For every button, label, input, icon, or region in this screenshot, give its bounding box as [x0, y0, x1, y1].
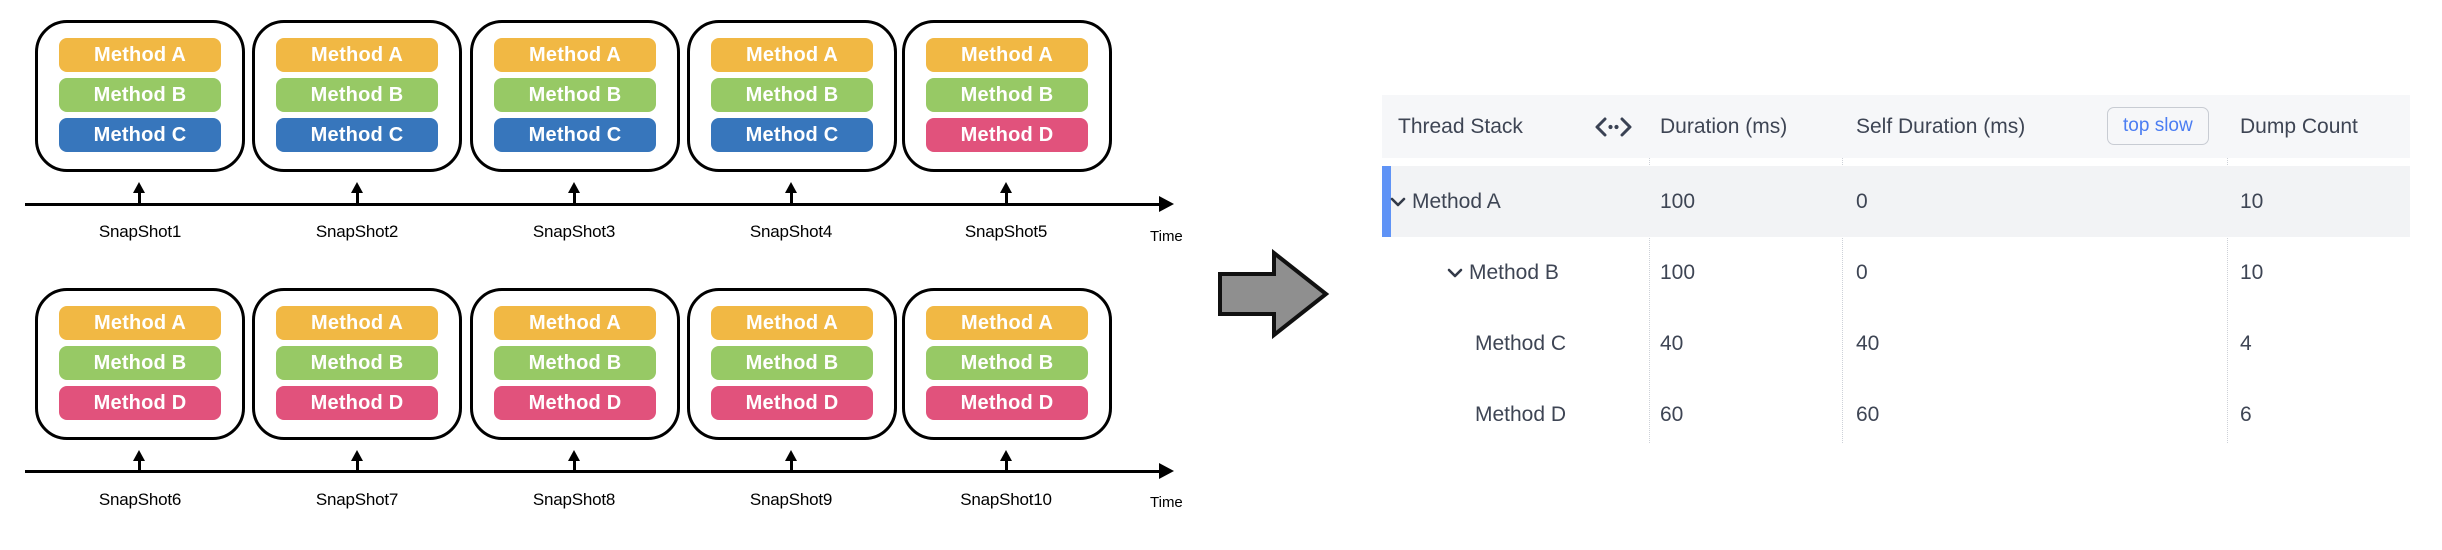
method-chip: Method A [59, 306, 221, 340]
method-chip: Method A [926, 38, 1088, 72]
method-chip: Method B [59, 78, 221, 112]
col-resize-icon[interactable] [1592, 115, 1634, 139]
column-header-duration: Duration (ms) [1660, 114, 1788, 138]
thread-stack-table: Thread Stack Duration (ms) Self Duration… [1382, 95, 2410, 455]
method-chip: Method C [276, 118, 438, 152]
method-chip: Method A [276, 306, 438, 340]
method-chip: Method C [494, 118, 656, 152]
method-chip: Method B [926, 346, 1088, 380]
table-row-method-c[interactable]: Method C 40 40 4 [1382, 308, 2410, 379]
snapshot-pointer-arrow [133, 450, 145, 471]
column-header-thread-stack: Thread Stack [1398, 114, 1523, 138]
selected-row-indicator [1382, 166, 1391, 237]
snapshot-label: SnapShot1 [98, 222, 182, 241]
table-row-method-b[interactable]: Method B 100 0 10 [1382, 237, 2410, 308]
snapshot-label: SnapShot3 [532, 222, 616, 241]
duration-cell: 100 [1660, 260, 1696, 284]
method-chip: Method D [494, 386, 656, 420]
table-header-row: Thread Stack Duration (ms) Self Duration… [1382, 95, 2410, 158]
dump-count-cell: 6 [2240, 402, 2252, 426]
chevron-down-icon[interactable] [1390, 196, 1406, 207]
snapshot-box: Method A Method B Method D [252, 288, 462, 440]
snapshot-pointer-arrow [568, 450, 580, 471]
dump-count-cell: 10 [2240, 189, 2264, 213]
method-chip: Method D [276, 386, 438, 420]
column-separator [1649, 95, 1650, 443]
method-chip: Method D [926, 386, 1088, 420]
table-row-method-a[interactable]: Method A 100 0 10 [1382, 166, 2410, 237]
column-separator [2227, 95, 2228, 443]
snapshot-box: Method A Method B Method D [902, 288, 1112, 440]
snapshot-pointer-arrow [351, 182, 363, 204]
method-chip: Method C [59, 118, 221, 152]
snapshot-label: SnapShot6 [98, 490, 182, 509]
column-header-dump-count: Dump Count [2240, 114, 2358, 138]
duration-cell: 60 [1660, 402, 1684, 426]
snapshot-label: SnapShot5 [964, 222, 1048, 241]
snapshot-box: Method A Method B Method C [470, 20, 680, 172]
snapshot-label: SnapShot7 [315, 490, 399, 509]
time-axis-label: Time [1150, 228, 1183, 245]
time-axis [25, 196, 1174, 212]
method-name-cell: Method B [1469, 260, 1559, 284]
method-chip: Method A [494, 38, 656, 72]
snapshot-box: Method A Method B Method D [687, 288, 897, 440]
self-duration-cell: 0 [1856, 189, 1868, 213]
snapshot-label: SnapShot9 [749, 490, 833, 509]
table-row-method-d[interactable]: Method D 60 60 6 [1382, 379, 2410, 450]
snapshot-box: Method A Method B Method D [470, 288, 680, 440]
column-separator [1842, 95, 1843, 443]
method-chip: Method B [711, 78, 873, 112]
method-chip: Method B [276, 346, 438, 380]
self-duration-cell: 60 [1856, 402, 1880, 426]
duration-cell: 40 [1660, 331, 1684, 355]
snapshot-label: SnapShot8 [532, 490, 616, 509]
snapshot-pointer-arrow [351, 450, 363, 471]
dump-count-cell: 4 [2240, 331, 2252, 355]
method-chip: Method B [494, 78, 656, 112]
method-chip: Method B [59, 346, 221, 380]
snapshot-box: Method A Method B Method C [687, 20, 897, 172]
method-chip: Method B [711, 346, 873, 380]
method-chip: Method B [276, 78, 438, 112]
snapshot-pointer-arrow [568, 182, 580, 204]
method-chip: Method C [711, 118, 873, 152]
snapshot-label: SnapShot4 [749, 222, 833, 241]
snapshot-label: SnapShot10 [960, 490, 1052, 509]
dump-count-cell: 10 [2240, 260, 2264, 284]
method-chip: Method D [711, 386, 873, 420]
method-name-cell: Method C [1475, 331, 1567, 355]
self-duration-cell: 0 [1856, 260, 1868, 284]
snapshot-pointer-arrow [133, 182, 145, 204]
duration-cell: 100 [1660, 189, 1696, 213]
snapshot-box: Method A Method B Method D [35, 288, 245, 440]
snapshot-box: Method A Method B Method C [252, 20, 462, 172]
method-chip: Method A [276, 38, 438, 72]
method-name-cell: Method A [1412, 189, 1501, 213]
snapshot-box: Method A Method B Method C [35, 20, 245, 172]
method-chip: Method A [59, 38, 221, 72]
top-slow-button[interactable]: top slow [2107, 107, 2209, 145]
method-chip: Method A [926, 306, 1088, 340]
method-chip: Method A [494, 306, 656, 340]
method-name-cell: Method D [1475, 402, 1567, 426]
snapshot-label: SnapShot2 [315, 222, 399, 241]
self-duration-cell: 40 [1856, 331, 1880, 355]
method-chip: Method D [926, 118, 1088, 152]
method-chip: Method A [711, 306, 873, 340]
method-chip: Method B [926, 78, 1088, 112]
snapshot-pointer-arrow [1000, 450, 1012, 471]
method-chip: Method A [711, 38, 873, 72]
snapshot-box: Method A Method B Method D [902, 20, 1112, 172]
method-chip: Method D [59, 386, 221, 420]
time-axis [25, 463, 1174, 479]
flow-arrow-icon [1218, 248, 1330, 340]
chevron-down-icon[interactable] [1447, 267, 1463, 278]
time-axis-label: Time [1150, 494, 1183, 511]
snapshot-pointer-arrow [1000, 182, 1012, 204]
snapshot-pointer-arrow [785, 450, 797, 471]
snapshot-pointer-arrow [785, 182, 797, 204]
method-chip: Method B [494, 346, 656, 380]
column-header-self-duration: Self Duration (ms) [1856, 114, 2026, 138]
